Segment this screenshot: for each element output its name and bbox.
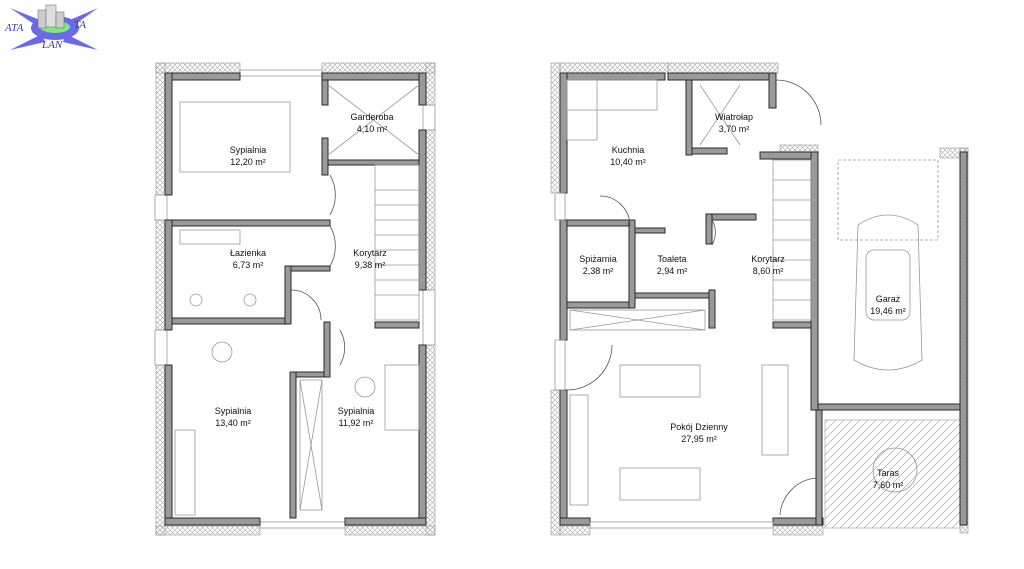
room-label-lazienka: Łazienka 6,73 m² xyxy=(230,248,266,270)
room-label-wiatrolap: Wiatrołap 3,70 m² xyxy=(715,112,753,134)
room-label-taras: Taras 7,60 m² xyxy=(873,468,904,490)
svg-text:Sypialnia: Sypialnia xyxy=(338,406,375,416)
svg-text:4,10 m²: 4,10 m² xyxy=(357,124,388,134)
svg-text:Garaż: Garaż xyxy=(876,294,901,304)
svg-text:Sypialnia: Sypialnia xyxy=(230,145,267,155)
logo-text-left: ATA xyxy=(4,22,24,34)
room-label-kuchnia: Kuchnia 10,40 m² xyxy=(610,145,646,167)
svg-text:Wiatrołap: Wiatrołap xyxy=(715,112,753,122)
svg-text:8,60 m²: 8,60 m² xyxy=(753,266,784,276)
svg-text:Sypialnia: Sypialnia xyxy=(215,406,252,416)
svg-text:6,73 m²: 6,73 m² xyxy=(233,260,264,270)
svg-text:9,38 m²: 9,38 m² xyxy=(355,260,386,270)
svg-text:12,20 m²: 12,20 m² xyxy=(230,157,266,167)
svg-text:10,40 m²: 10,40 m² xyxy=(610,157,646,167)
upper-floor-plan xyxy=(154,62,436,536)
svg-text:Garderoba: Garderoba xyxy=(350,112,393,122)
svg-text:3,70 m²: 3,70 m² xyxy=(719,124,750,134)
svg-text:Spiżarnia: Spiżarnia xyxy=(579,254,617,264)
svg-text:2,94 m²: 2,94 m² xyxy=(657,266,688,276)
svg-text:Łazienka: Łazienka xyxy=(230,248,266,258)
room-label-garaz: Garaż 19,46 m² xyxy=(870,294,906,316)
svg-text:7,60 m²: 7,60 m² xyxy=(873,480,904,490)
room-label-sypialnia-2: Sypialnia 13,40 m² xyxy=(215,406,252,428)
svg-text:2,38 m²: 2,38 m² xyxy=(583,266,614,276)
svg-text:Kuchnia: Kuchnia xyxy=(612,145,645,155)
logo-text-bottom: LAN xyxy=(41,39,63,51)
room-label-pokoj-dzienny: Pokój Dzienny 27,95 m² xyxy=(670,422,728,444)
svg-text:Korytarz: Korytarz xyxy=(353,248,387,258)
room-label-spizarnia: Spiżarnia 2,38 m² xyxy=(579,254,617,276)
svg-text:Korytarz: Korytarz xyxy=(751,254,785,264)
svg-text:27,95 m²: 27,95 m² xyxy=(681,434,717,444)
room-label-sypialnia-3: Sypialnia 11,92 m² xyxy=(338,406,375,428)
svg-text:Taras: Taras xyxy=(877,468,900,478)
svg-text:19,46 m²: 19,46 m² xyxy=(870,306,906,316)
ground-floor-plan xyxy=(550,62,969,536)
svg-text:13,40 m²: 13,40 m² xyxy=(215,418,251,428)
company-logo: ATA TA LAN xyxy=(4,4,98,51)
room-label-korytarz-upper: Korytarz 9,38 m² xyxy=(353,248,387,270)
room-label-toaleta: Toaleta 2,94 m² xyxy=(657,254,688,276)
terrace-paving xyxy=(824,419,961,529)
room-label-garderoba: Garderoba 4,10 m² xyxy=(350,112,393,134)
svg-text:Toaleta: Toaleta xyxy=(657,254,686,264)
room-label-sypialnia-1: Sypialnia 12,20 m² xyxy=(230,145,267,167)
room-label-korytarz-ground: Korytarz 8,60 m² xyxy=(751,254,785,276)
svg-text:Pokój Dzienny: Pokój Dzienny xyxy=(670,422,728,432)
svg-text:11,92 m²: 11,92 m² xyxy=(339,418,374,428)
car-icon xyxy=(853,214,923,371)
logo-text-right: TA xyxy=(74,19,86,31)
